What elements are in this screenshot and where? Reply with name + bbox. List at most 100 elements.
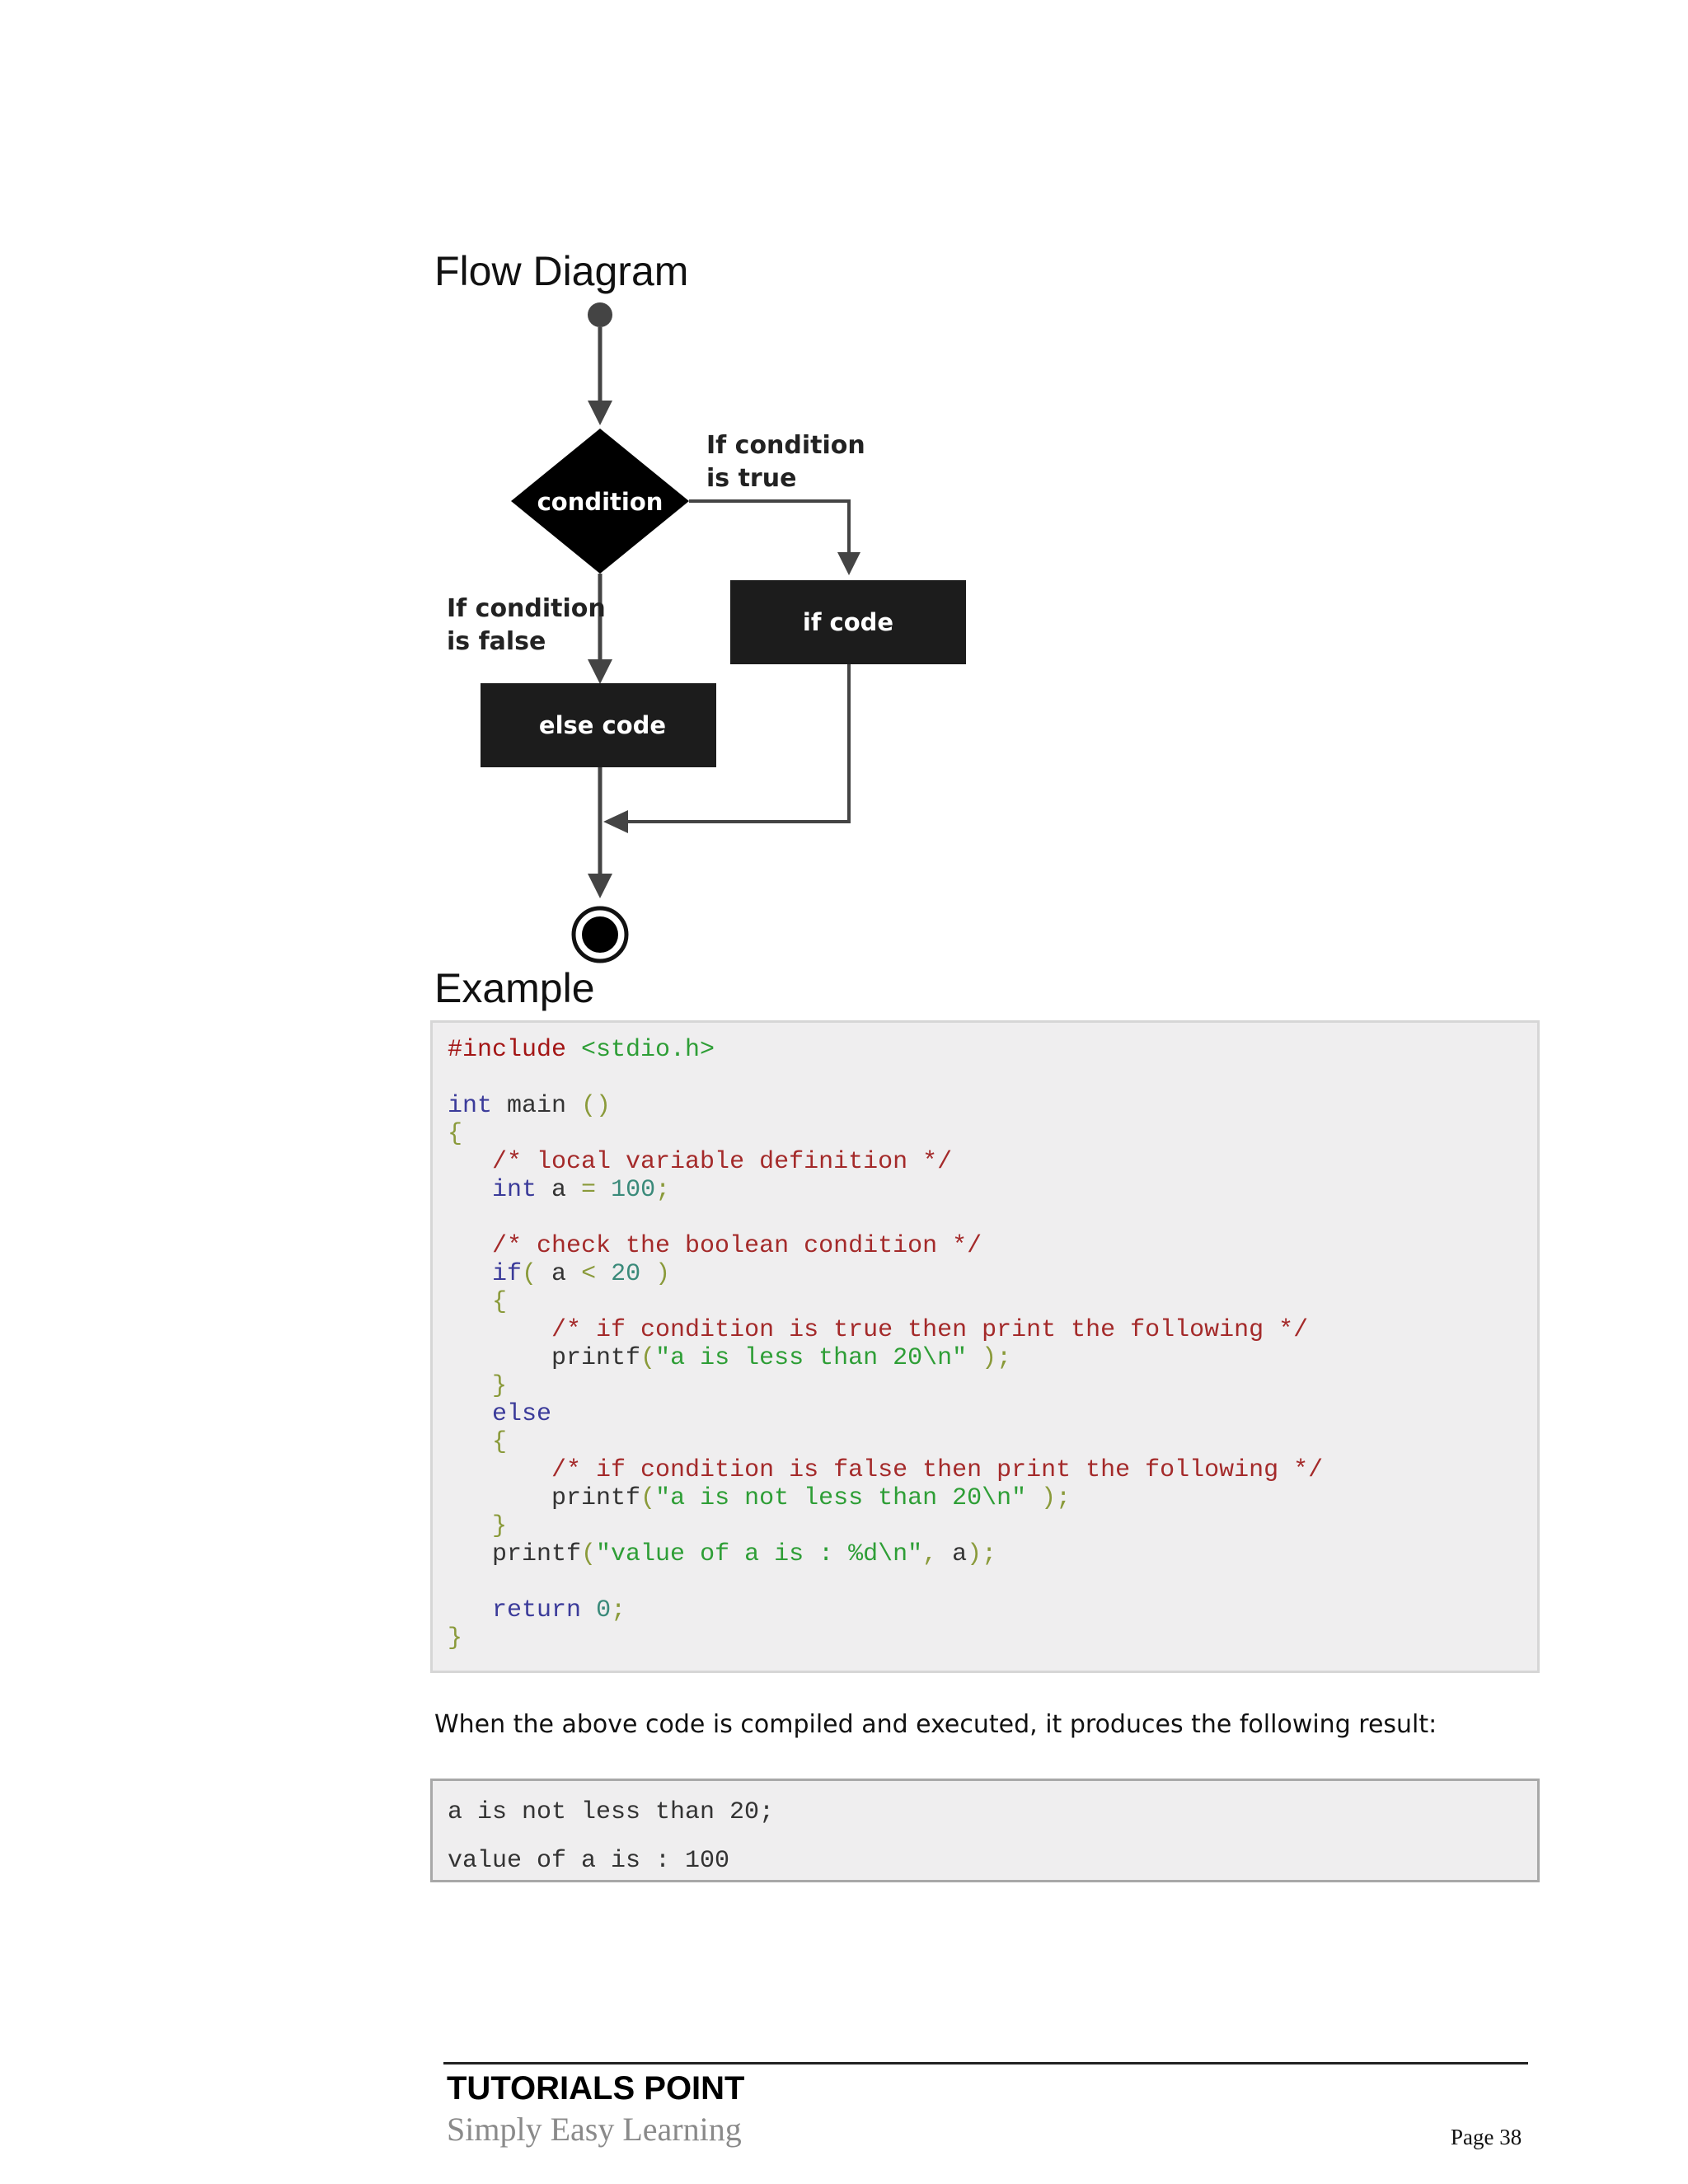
code-token: ( [522, 1260, 537, 1288]
code-token: ) [655, 1260, 671, 1288]
code-token: ; [611, 1596, 626, 1624]
code-token: ( [640, 1484, 656, 1512]
code-line: /* local variable definition */ [448, 1148, 1537, 1176]
code-token: < [581, 1260, 597, 1288]
code-token [448, 1596, 492, 1624]
code-token [448, 1428, 492, 1456]
code-line: } [448, 1624, 1537, 1652]
code-line: if( a < 20 ) [448, 1260, 1537, 1288]
output-line: a is not less than 20; [448, 1798, 775, 1826]
code-token [596, 1260, 611, 1288]
code-token [448, 1400, 492, 1428]
code-token [596, 1176, 611, 1204]
code-token [581, 1596, 596, 1624]
false-label-line1: If condition [447, 594, 606, 623]
code-line: { [448, 1428, 1537, 1456]
page-number: Page 38 [1451, 2125, 1522, 2149]
code-token: = [581, 1176, 597, 1204]
code-token [448, 1372, 492, 1400]
false-label-line2: is false [447, 627, 546, 656]
code-line: return 0; [448, 1596, 1537, 1624]
code-token [448, 1456, 551, 1484]
code-line: { [448, 1288, 1537, 1316]
code-token: a [537, 1176, 582, 1204]
code-token: main [492, 1092, 582, 1120]
code-token [967, 1344, 982, 1372]
code-token: "value of a is : %d\n" [596, 1540, 923, 1568]
code-line [448, 1204, 1537, 1232]
code-line: } [448, 1372, 1537, 1400]
footer-divider [443, 2062, 1528, 2064]
code-line: int a = 100; [448, 1176, 1537, 1204]
code-token: int [448, 1092, 493, 1120]
code-token: if [492, 1260, 523, 1288]
code-token: ); [1041, 1484, 1071, 1512]
code-line: printf("a is not less than 20\n" ); [448, 1484, 1537, 1512]
code-token [448, 1288, 492, 1316]
condition-label: condition [537, 488, 663, 516]
code-token: /* if condition is true then print the f… [551, 1316, 1309, 1344]
condition-decision [511, 429, 689, 574]
output-line: value of a is : 100 [448, 1847, 730, 1875]
code-token: ( [640, 1344, 656, 1372]
footer-tagline: Simply Easy Learning [447, 2111, 742, 2148]
code-token: ; [655, 1176, 671, 1204]
code-line: printf("a is less than 20\n" ); [448, 1344, 1537, 1372]
code-line: int main () [448, 1092, 1537, 1120]
footer-brand: TUTORIALS POINT [447, 2070, 745, 2107]
if-merge-line [626, 664, 851, 823]
code-token: 20 [611, 1260, 641, 1288]
code-line: /* if condition is false then print the … [448, 1456, 1537, 1484]
code-token: /* check the boolean condition */ [492, 1232, 982, 1260]
code-token: ); [982, 1344, 1012, 1372]
code-token: /* if condition is false then print the … [551, 1456, 1324, 1484]
code-token: else [492, 1400, 552, 1428]
code-token: printf [448, 1344, 641, 1372]
code-token: int [492, 1176, 537, 1204]
end-node [582, 916, 618, 953]
code-token [448, 1316, 551, 1344]
code-token: a [537, 1260, 582, 1288]
code-line: printf("value of a is : %d\n", a); [448, 1540, 1537, 1568]
code-token [448, 1512, 492, 1540]
code-token: a [937, 1540, 968, 1568]
else-code-label: else code [539, 711, 666, 739]
true-branch-line [689, 499, 851, 569]
code-token: printf [448, 1540, 582, 1568]
code-token [448, 1176, 492, 1204]
code-line: /* check the boolean condition */ [448, 1232, 1537, 1260]
output-block: a is not less than 20; value of a is : 1… [430, 1779, 1540, 1882]
else-code-box [481, 683, 716, 767]
code-token: "a is not less than 20\n" [655, 1484, 1027, 1512]
code-token: 0 [596, 1596, 612, 1624]
code-line: #include <stdio.h> [448, 1036, 1537, 1064]
code-token: <stdio.h> [581, 1036, 715, 1064]
code-line: } [448, 1512, 1537, 1540]
code-line [448, 1568, 1537, 1596]
code-block: #include <stdio.h>int main (){ /* local … [430, 1020, 1540, 1673]
code-line [448, 1064, 1537, 1092]
true-label-line1: If condition [706, 431, 865, 460]
code-token [1026, 1484, 1041, 1512]
code-token [640, 1260, 655, 1288]
code-line: else [448, 1400, 1537, 1428]
code-token: } [492, 1372, 508, 1400]
code-token: } [448, 1624, 463, 1652]
code-line: /* if condition is true then print the f… [448, 1316, 1537, 1344]
flow-diagram-heading: Flow Diagram [434, 248, 689, 294]
if-code-label: if code [803, 608, 893, 636]
code-line: { [448, 1120, 1537, 1148]
true-label-line2: is true [706, 464, 796, 493]
if-code-box [730, 580, 966, 664]
result-description: When the above code is compiled and exec… [434, 1710, 1437, 1739]
code-token: { [492, 1428, 508, 1456]
code-token: , [922, 1540, 938, 1568]
code-token [448, 1260, 492, 1288]
code-token: ); [967, 1540, 997, 1568]
code-token [448, 1148, 492, 1176]
code-token: /* local variable definition */ [492, 1148, 953, 1176]
code-token: 100 [611, 1176, 656, 1204]
start-node [588, 302, 612, 327]
code-token: { [492, 1288, 508, 1316]
example-heading: Example [434, 965, 595, 1011]
